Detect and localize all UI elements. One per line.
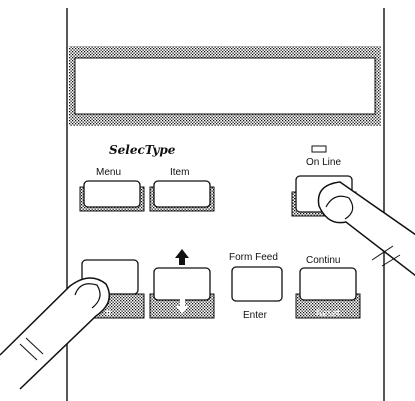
menu-button[interactable] — [79, 180, 145, 212]
up-arrow-icon — [175, 249, 189, 265]
menu-label: Menu — [96, 167, 122, 178]
online-indicator-light — [311, 145, 327, 153]
continue-reset-button[interactable] — [295, 267, 361, 319]
item-button[interactable] — [149, 180, 215, 212]
brand-label: SelecType — [109, 143, 176, 157]
enter-label: Enter — [243, 310, 267, 321]
continue-label: Continu — [306, 255, 341, 266]
tray-select-label: Tray Select — [78, 217, 124, 227]
pointing-finger-icon — [0, 277, 111, 390]
paper-size-label: Paper Size — [151, 217, 196, 227]
down-arrow-icon — [176, 299, 189, 314]
pointing-finger-icon — [317, 181, 415, 277]
reset-label: Reset — [316, 308, 340, 318]
item-label: Item — [170, 167, 190, 178]
online-bottom-label: Paper — [296, 217, 321, 227]
formfeed-enter-button[interactable] — [231, 266, 283, 302]
shift-bottom-label: ft — [106, 308, 112, 318]
online-label: On Line — [306, 157, 342, 168]
lcd-display — [69, 46, 381, 126]
form-feed-label: Form Feed — [229, 252, 278, 263]
